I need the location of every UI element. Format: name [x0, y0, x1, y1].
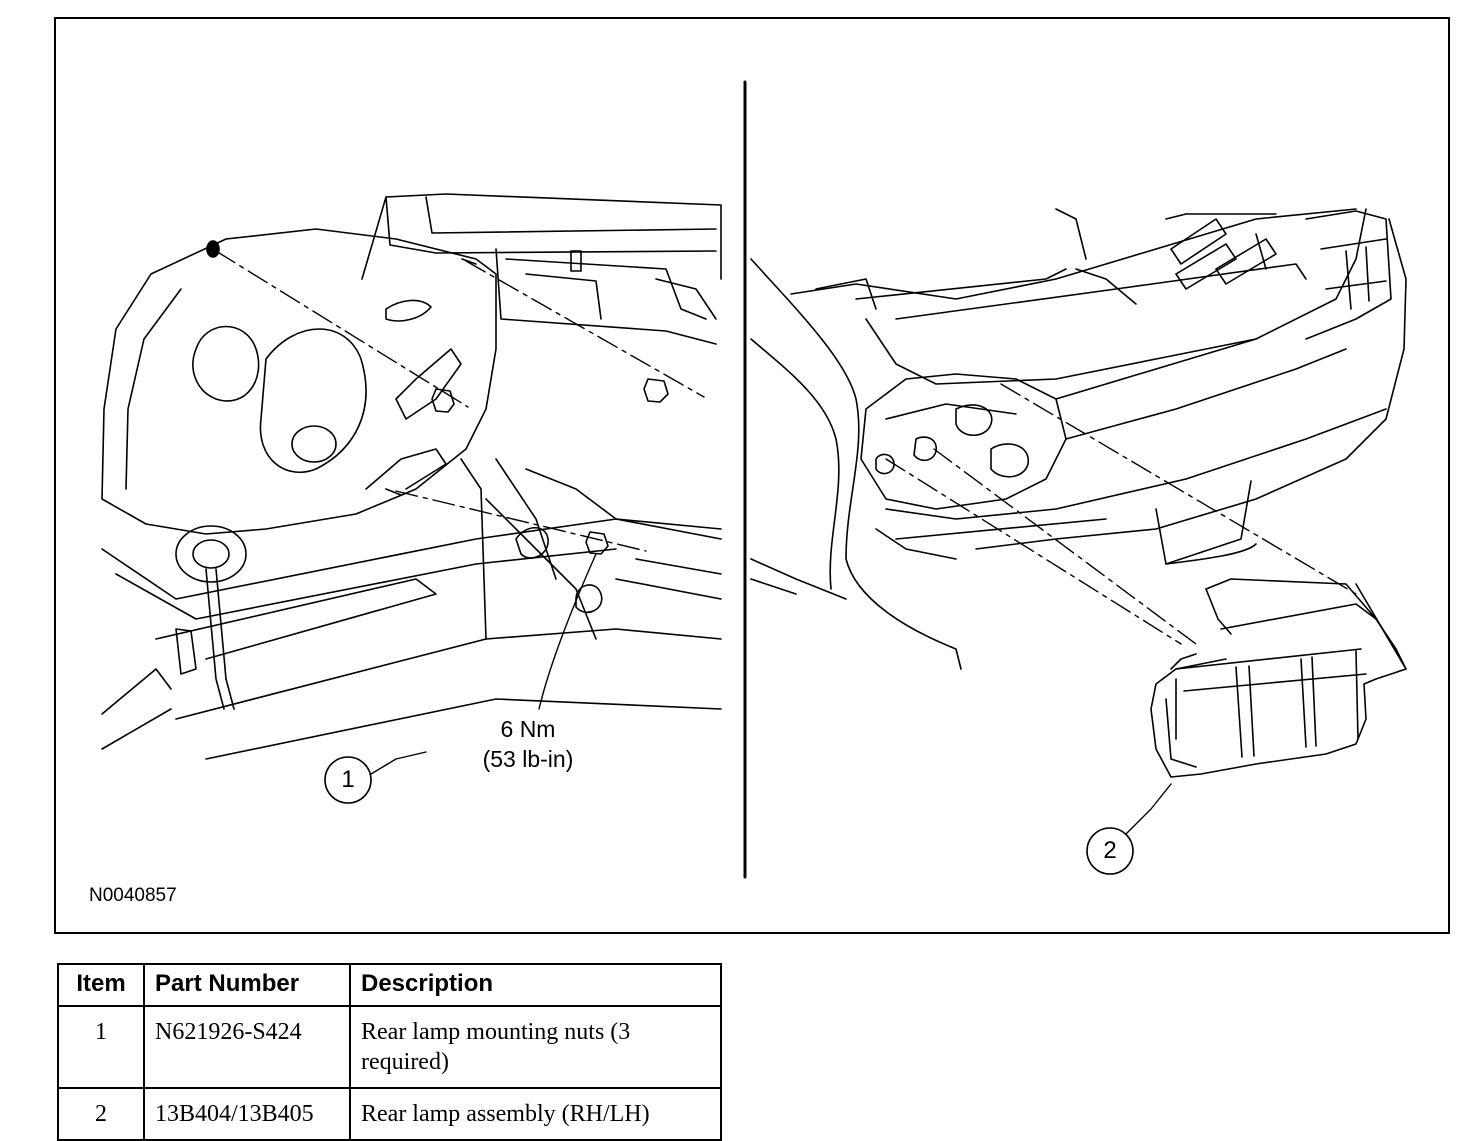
header-description: Description: [349, 963, 722, 1007]
table-header-row: Item Part Number Description: [57, 963, 722, 1007]
right-panel-rear-car: [750, 208, 1407, 875]
callout-1-leader: [370, 751, 427, 775]
cell-description: Rear lamp assembly (RH/LH): [349, 1087, 722, 1141]
parts-table: Item Part Number Description 1 N621926-S…: [57, 963, 722, 1141]
callout-2-label: 2: [1103, 837, 1117, 864]
diagram-drawing: [101, 80, 1407, 879]
cell-part-number: N621926-S424: [143, 1005, 351, 1089]
rear-lamp-assembly: [1150, 578, 1407, 778]
callout-1-label: 1: [341, 766, 355, 793]
left-panel-trunk-interior: [101, 193, 722, 804]
diagram-figure: 6 Nm (53 lb-in) 1 2 N0040857: [54, 17, 1450, 934]
figure-id: N0040857: [89, 885, 177, 906]
torque-value: 6 Nm: [500, 716, 556, 742]
callout-2-circle: [1086, 827, 1134, 875]
table-row: 1 N621926-S424 Rear lamp mounting nuts (…: [57, 1005, 722, 1089]
table-row: 2 13B404/13B405 Rear lamp assembly (RH/L…: [57, 1087, 722, 1141]
cell-item: 1: [57, 1005, 145, 1089]
torque-value-imperial: (53 lb-in): [482, 746, 574, 772]
callout-1-circle: [324, 756, 372, 804]
header-part-number: Part Number: [143, 963, 351, 1007]
callout-2-leader: [1125, 783, 1172, 835]
cell-description: Rear lamp mounting nuts (3 required): [349, 1005, 722, 1089]
header-item: Item: [57, 963, 145, 1007]
cell-part-number: 13B404/13B405: [143, 1087, 351, 1141]
cell-item: 2: [57, 1087, 145, 1141]
